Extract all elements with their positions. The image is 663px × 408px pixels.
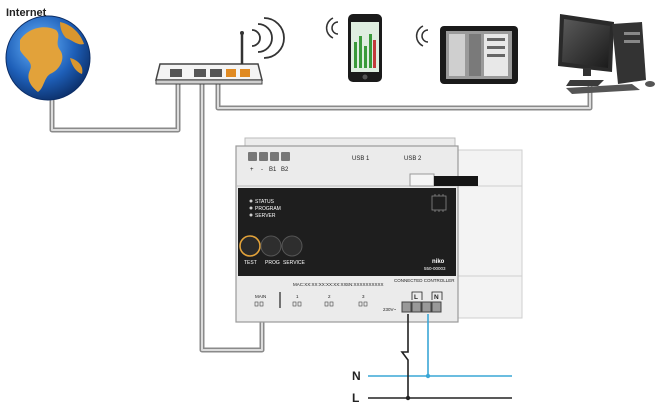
usb1-label: USB 1 xyxy=(352,156,370,162)
front-panel xyxy=(238,188,456,276)
terminal-b1-label: B1 xyxy=(269,167,277,173)
terminal-minus-label: - xyxy=(261,167,263,173)
usb-plug xyxy=(434,176,478,186)
program-led-label: PROGRAM xyxy=(255,206,281,212)
main-port-label: MAIN xyxy=(255,294,266,299)
smartphone-icon xyxy=(348,14,382,82)
prog-button-label: PROG xyxy=(265,260,280,266)
wifi-waves-router xyxy=(251,17,285,59)
terminal-n-label: N xyxy=(434,294,439,301)
live-drop-with-switch xyxy=(400,314,409,398)
bus-terminals xyxy=(248,152,290,161)
cable-router-computer xyxy=(215,78,593,111)
wifi-waves-tablet xyxy=(415,25,429,47)
tablet-icon xyxy=(440,26,518,84)
product-code: 550-00003 xyxy=(424,266,446,271)
controller-device: + - B1 B2 USB 1 USB 2 STATUS PROGRAM SER… xyxy=(235,137,523,323)
power-terminals xyxy=(401,301,442,313)
router-icon xyxy=(155,31,263,85)
live-label: L xyxy=(352,391,359,405)
serial-number: SN:XXXXXXXXXX xyxy=(346,282,384,287)
terminal-l-label: L xyxy=(414,294,418,301)
brand-logo: niko xyxy=(432,259,445,265)
terminal-plus-label: + xyxy=(250,167,254,173)
test-button[interactable] xyxy=(239,235,261,257)
globe-icon xyxy=(5,15,91,101)
output-1-label: 1 xyxy=(296,294,299,299)
terminal-b2-label: B2 xyxy=(281,167,289,173)
chip-icon xyxy=(431,194,447,212)
test-button-label: TEST xyxy=(244,260,257,266)
server-led-label: SERVER xyxy=(255,213,276,219)
internet-label: Internet xyxy=(6,7,47,19)
usb2-label: USB 2 xyxy=(404,156,422,162)
prog-button[interactable] xyxy=(260,235,282,257)
connected-controller-label: CONNECTED CONTROLLER xyxy=(394,278,455,283)
output-2-label: 2 xyxy=(328,294,331,299)
output-3-label: 3 xyxy=(362,294,365,299)
service-button[interactable] xyxy=(281,235,303,257)
mac-address: MAC:XX:XX:XX:XX:XX:XX xyxy=(293,282,347,287)
computer-icon xyxy=(558,14,655,94)
neutral-label: N xyxy=(352,369,361,383)
power-wiring xyxy=(368,314,512,401)
service-button-label: SERVICE xyxy=(283,260,306,266)
voltage-label: 230V~ xyxy=(383,307,397,312)
status-led-label: STATUS xyxy=(255,199,275,205)
wifi-waves-phone xyxy=(325,17,339,39)
